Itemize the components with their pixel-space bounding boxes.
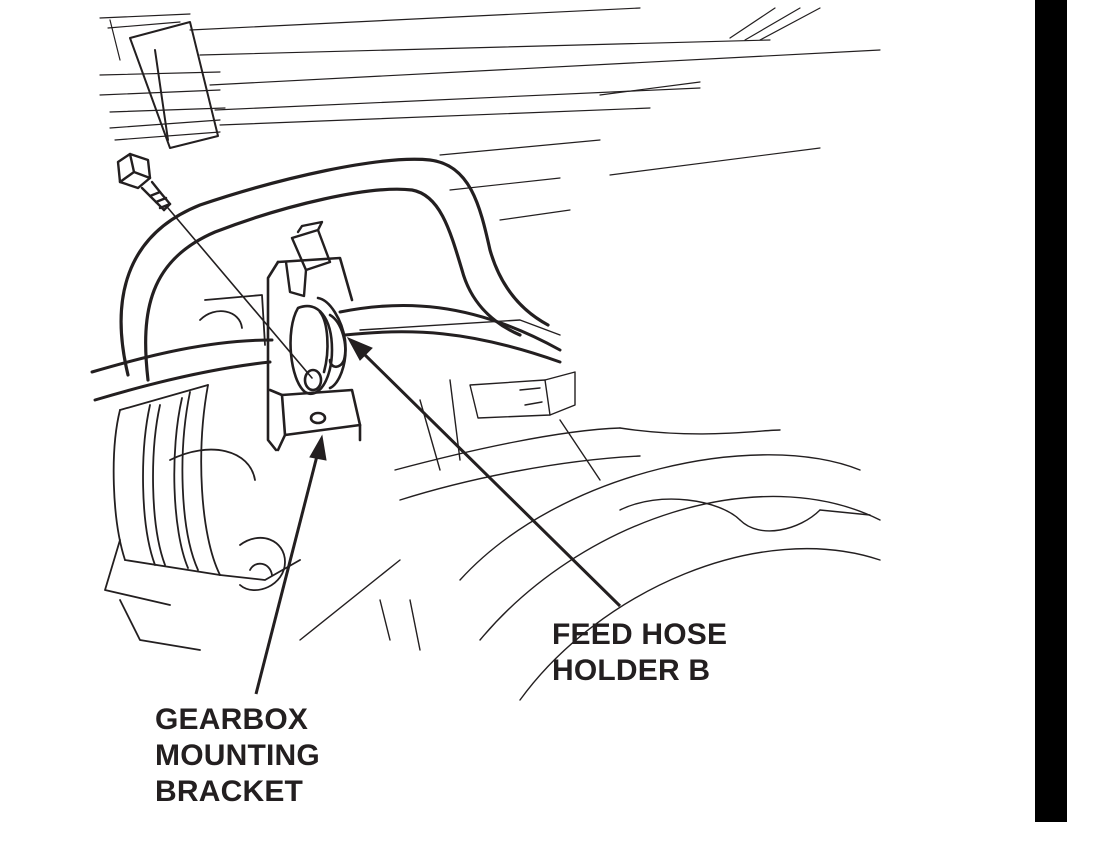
gearbox-mounting-bracket-label-line2: MOUNTING [155, 739, 320, 772]
bolt-icon [116, 152, 172, 212]
bracket-nut [284, 220, 332, 298]
subframe-lines [299, 319, 881, 701]
feed-hose [90, 303, 562, 402]
upper-bracket [129, 21, 219, 149]
leader-arrow-icon [254, 336, 622, 695]
feed-hose-holder-label-line2: HOLDER B [552, 654, 711, 687]
gearbox-mounting-bracket-label-line3: BRACKET [155, 775, 304, 808]
page-edge-bar [1035, 0, 1067, 822]
gearbox-mounting-bracket-label: GEARBOX MOUNTING BRACKET [155, 702, 320, 810]
body-panel-lines [99, 7, 881, 221]
gearbox-mounting-bracket [266, 256, 362, 452]
feed-hose-holder-label: FEED HOSE HOLDER B [552, 617, 727, 689]
feed-hose-holder-label-line1: FEED HOSE [552, 618, 728, 651]
feed-hose-holder-b [289, 296, 347, 395]
return-hose [119, 157, 550, 382]
steering-gearbox-body [104, 294, 301, 651]
gearbox-mounting-bracket-label-line1: GEARBOX [155, 703, 309, 736]
assembly-line [167, 207, 313, 379]
